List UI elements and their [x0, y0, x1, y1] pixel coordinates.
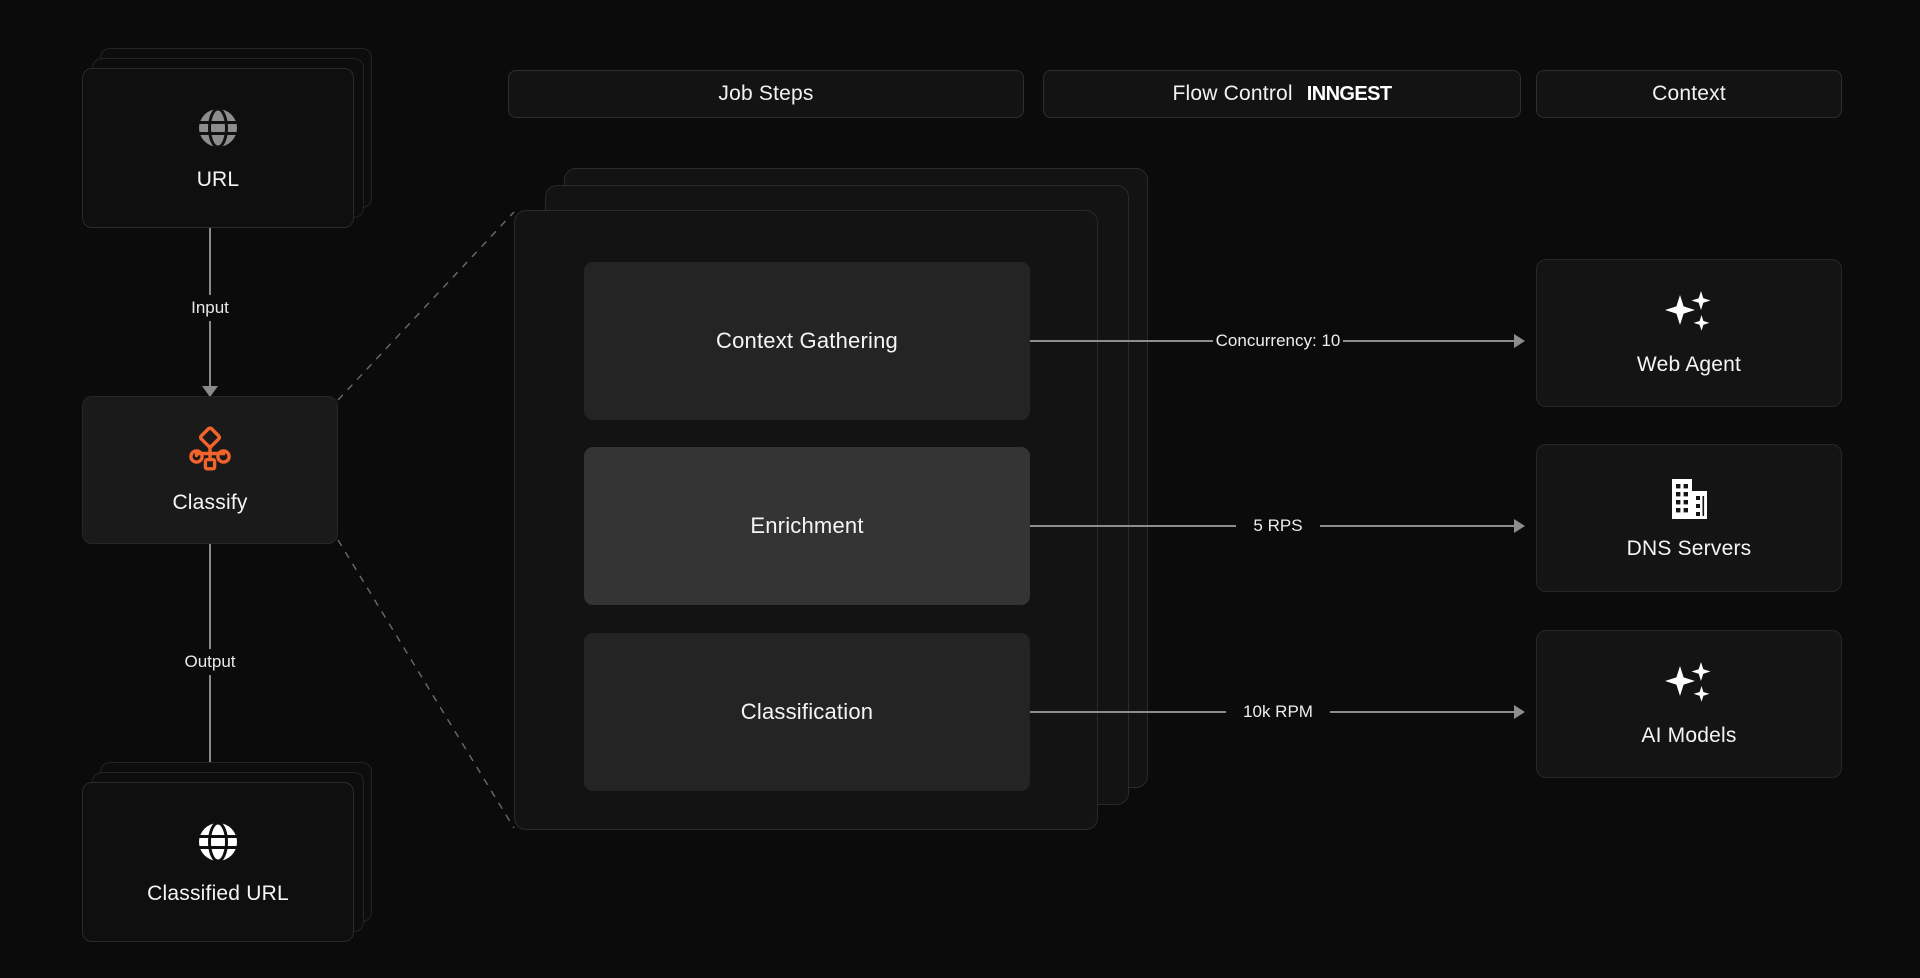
job-step-label: Enrichment: [750, 513, 864, 538]
connector-label: Concurrency: 10: [1215, 331, 1341, 350]
classified-url-card-label: Classified URL: [147, 882, 289, 905]
edge-label-input: Input: [183, 295, 237, 321]
context-card-label: DNS Servers: [1626, 537, 1752, 560]
globe-icon: [194, 818, 242, 866]
connector-concurrency: Concurrency: 10: [1030, 329, 1526, 353]
job-step-context-gathering[interactable]: Context Gathering: [584, 262, 1030, 420]
job-step-label: Classification: [740, 699, 874, 724]
classify-card-content: Classify: [82, 396, 338, 544]
header-pill-label: Context: [1652, 82, 1726, 105]
url-card-content: URL: [82, 68, 354, 228]
header-pill-flow-control[interactable]: Flow Control INNGEST: [1043, 70, 1521, 118]
header-pill-label: Job Steps: [718, 82, 814, 105]
context-card-ai-models[interactable]: [1536, 630, 1842, 778]
context-card-web-agent-content: Web Agent: [1536, 259, 1842, 407]
context-card-ai-models-content: AI Models: [1536, 630, 1842, 778]
job-step-label: Context Gathering: [716, 328, 898, 353]
edge-arrow-input: [202, 386, 218, 397]
building-icon: [1664, 475, 1714, 523]
job-step-classification[interactable]: Classification: [584, 633, 1030, 791]
context-card-web-agent[interactable]: [1536, 259, 1842, 407]
edge-label-output: Output: [176, 649, 244, 675]
sparkles-icon: [1662, 289, 1716, 339]
inngest-logo: INNGEST: [1306, 82, 1392, 105]
context-card-label: Web Agent: [1636, 353, 1742, 376]
classify-card-label: Classify: [172, 491, 248, 514]
header-pill-context[interactable]: Context: [1536, 70, 1842, 118]
url-card-label: URL: [196, 168, 240, 191]
header-pill-label: Flow Control: [1172, 82, 1293, 105]
connector-rpm: 10k RPM: [1030, 700, 1526, 724]
globe-icon: [194, 104, 242, 152]
classified-url-card-content: Classified URL: [82, 782, 354, 942]
job-step-enrichment[interactable]: Enrichment: [584, 447, 1030, 605]
connector-label: 10k RPM: [1243, 702, 1313, 721]
connector-label: 5 RPS: [1253, 516, 1303, 535]
workflow-icon: [185, 425, 235, 475]
sparkles-icon: [1662, 660, 1716, 710]
context-card-dns-servers-content: DNS Servers: [1536, 444, 1842, 592]
context-card-label: AI Models: [1641, 724, 1737, 747]
connector-rps: 5 RPS: [1030, 514, 1526, 538]
header-pill-job-steps[interactable]: Job Steps: [508, 70, 1024, 118]
